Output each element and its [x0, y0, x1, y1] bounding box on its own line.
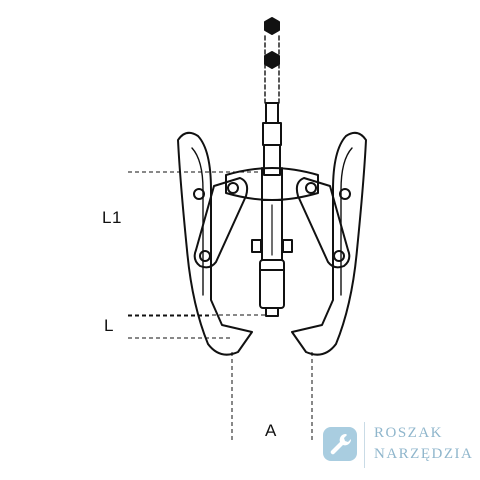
left-link-pin-top	[227, 182, 239, 194]
yoke	[225, 167, 319, 201]
right-arm	[291, 131, 367, 356]
lower-body	[251, 199, 293, 317]
spindle-shaft	[263, 144, 281, 176]
right-link-pin-bottom	[333, 250, 345, 262]
watermark-line1: ROSZAK	[374, 425, 444, 441]
pressure-piece	[259, 259, 285, 309]
dimension-label-l1: L1	[102, 208, 122, 227]
spindle	[262, 17, 282, 176]
spindle-collar	[265, 102, 279, 124]
wrench-icon	[323, 427, 357, 461]
left-link-pin-bottom	[199, 250, 211, 262]
watermark-line2: NARZĘDZIA	[374, 446, 474, 462]
left-arm	[177, 131, 253, 356]
right-link	[295, 177, 351, 269]
adjust-screw-left	[251, 239, 262, 253]
adjust-screw-right	[282, 239, 293, 253]
left-arm-pivot	[193, 188, 205, 200]
hex-nut-second-icon	[264, 51, 280, 69]
watermark: ROSZAK NARZĘDZIA	[320, 420, 480, 472]
right-link-pin-top	[305, 182, 317, 194]
watermark-divider	[364, 422, 365, 468]
dimension-label-l: L	[104, 316, 114, 335]
right-arm-pivot	[339, 188, 351, 200]
spindle-thread	[262, 122, 282, 146]
dimension-label-a: A	[265, 421, 277, 440]
hex-nut-top-icon	[264, 17, 280, 35]
left-link	[193, 177, 249, 269]
